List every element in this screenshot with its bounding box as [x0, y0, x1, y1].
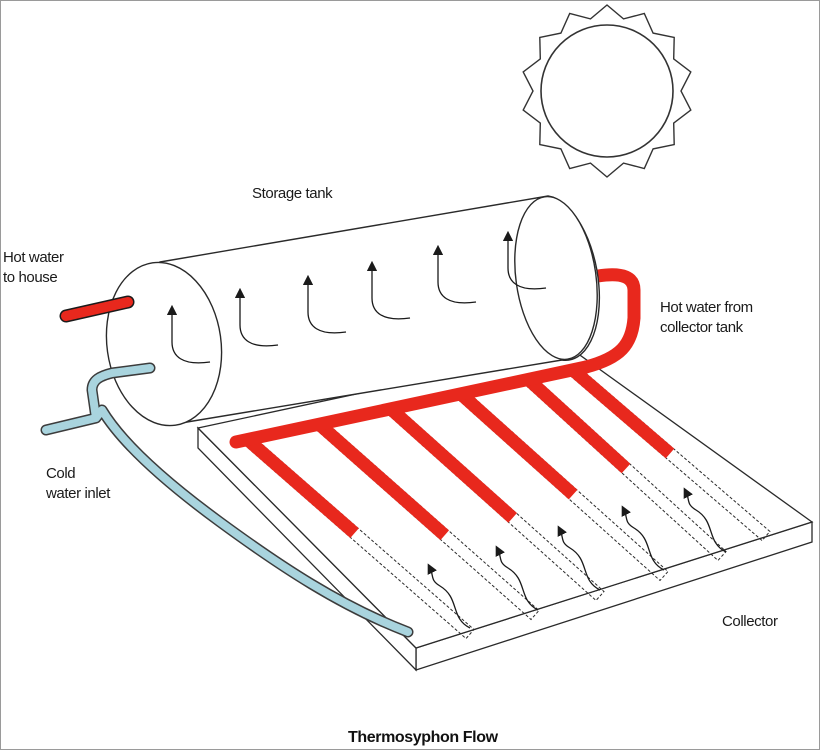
hot-outlet-pipe	[59, 295, 135, 323]
storage-tank	[105, 195, 601, 427]
flow-arrow-icon	[234, 287, 279, 347]
hot-water-house-label-2: to house	[3, 269, 57, 286]
storage-tank-label: Storage tank	[252, 185, 333, 202]
flow-arrow-icon	[557, 525, 601, 591]
cold-water-label-1: Cold	[46, 465, 75, 482]
flow-arrow-icon	[166, 304, 211, 364]
riser-hot-section	[457, 390, 578, 500]
cold-inlet-pipe	[40, 362, 414, 638]
flow-arrow-icon	[427, 563, 471, 629]
hot-water-collector-label-1: Hot water from	[660, 299, 753, 316]
riser-channel	[457, 389, 669, 582]
flow-arrow-icon	[683, 487, 727, 553]
flow-arrow-icon	[302, 274, 347, 334]
collector-label: Collector	[722, 613, 778, 630]
riser-hot-section	[387, 405, 517, 523]
flow-arrow-icon	[366, 260, 411, 320]
header-pipe	[229, 268, 641, 449]
riser-hot-section	[569, 366, 675, 459]
riser-hot-section	[315, 420, 450, 541]
collector-flow-arrows	[427, 487, 727, 629]
sun-icon	[522, 4, 692, 178]
diagram-caption: Thermosyphon Flow	[348, 729, 499, 746]
flow-arrow-icon	[502, 230, 547, 290]
hot-water-house-label-1: Hot water	[3, 249, 64, 266]
riser-channel	[315, 419, 540, 621]
flow-arrow-icon	[432, 244, 477, 304]
riser-hot-section	[243, 435, 359, 539]
riser-hot-section	[525, 376, 631, 474]
hot-water-collector-label-2: collector tank	[660, 319, 744, 336]
riser-channel	[387, 404, 605, 602]
flow-arrow-icon	[495, 545, 539, 611]
flow-arrow-icon	[621, 505, 665, 571]
cold-water-label-2: water inlet	[45, 485, 111, 502]
tank-flow-arrows	[166, 230, 547, 364]
